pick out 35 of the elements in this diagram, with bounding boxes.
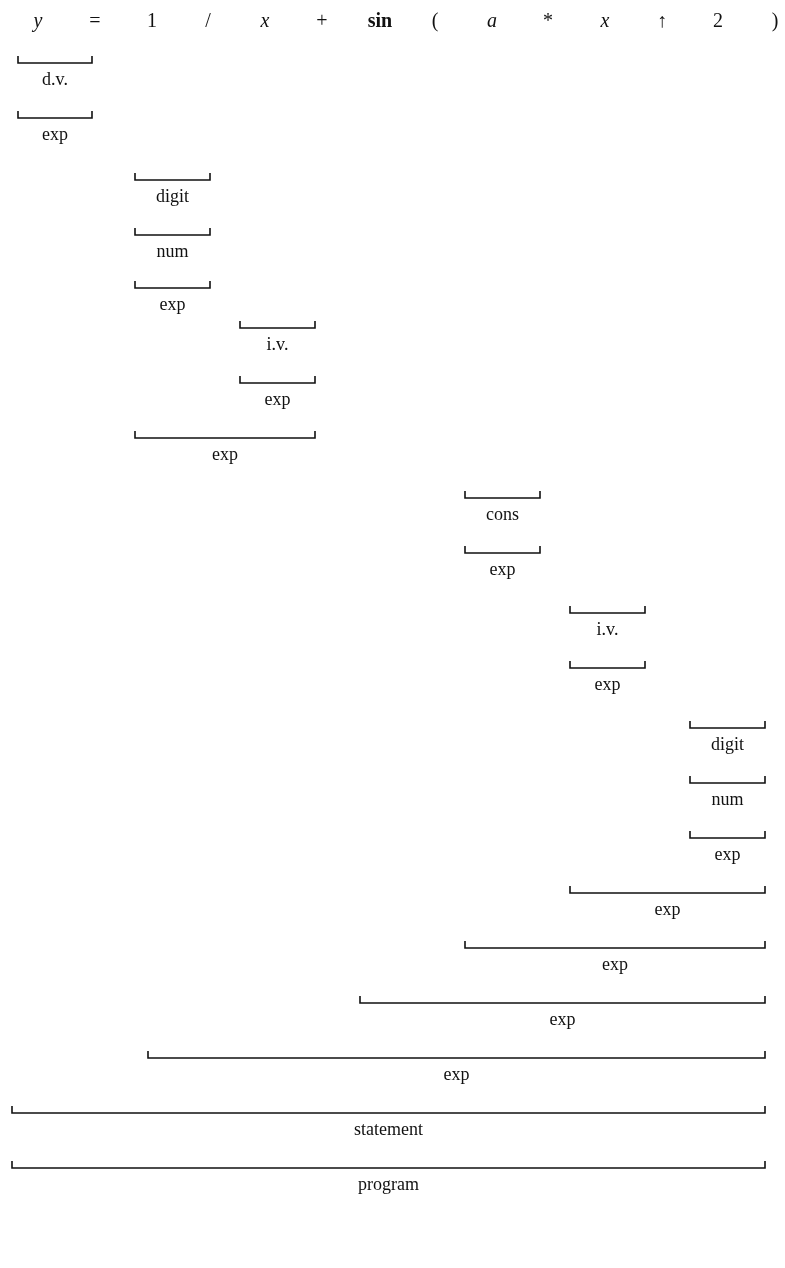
token: + [316, 8, 328, 32]
nonterminal-label: i.v. [266, 333, 289, 356]
token: ) [771, 8, 779, 32]
token: / [205, 8, 211, 32]
nonterminal-label: exp [714, 843, 741, 866]
nonterminal-label: cons [486, 503, 519, 526]
token: * [543, 8, 553, 32]
nonterminal-label: i.v. [596, 618, 619, 641]
nonterminal-label: num [156, 240, 189, 263]
nonterminal-label: num [711, 788, 744, 811]
nonterminal-label: exp [549, 1008, 576, 1031]
token: y [33, 8, 43, 32]
nonterminal-label: exp [489, 558, 516, 581]
nonterminal-label: exp [602, 953, 628, 976]
nonterminal-label: exp [159, 293, 186, 316]
nonterminal-label: program [358, 1173, 419, 1196]
token: ( [431, 8, 439, 32]
nonterminal-label: d.v. [42, 68, 68, 91]
token: 2 [713, 8, 723, 32]
nonterminal-label: digit [156, 185, 189, 208]
token: 1 [147, 8, 157, 32]
nonterminal-label: exp [212, 443, 238, 466]
token: a [487, 8, 497, 32]
token: sin [367, 8, 393, 32]
token: x [260, 8, 270, 32]
token: x [600, 8, 610, 32]
nonterminal-label: statement [354, 1118, 423, 1141]
nonterminal-label: digit [711, 733, 744, 756]
nonterminal-label: exp [654, 898, 681, 921]
nonterminal-label: exp [264, 388, 291, 411]
nonterminal-label: exp [42, 123, 68, 146]
token: = [89, 8, 101, 32]
token: ↑ [657, 8, 667, 32]
nonterminal-label: exp [443, 1063, 470, 1086]
nonterminal-label: exp [594, 673, 621, 696]
